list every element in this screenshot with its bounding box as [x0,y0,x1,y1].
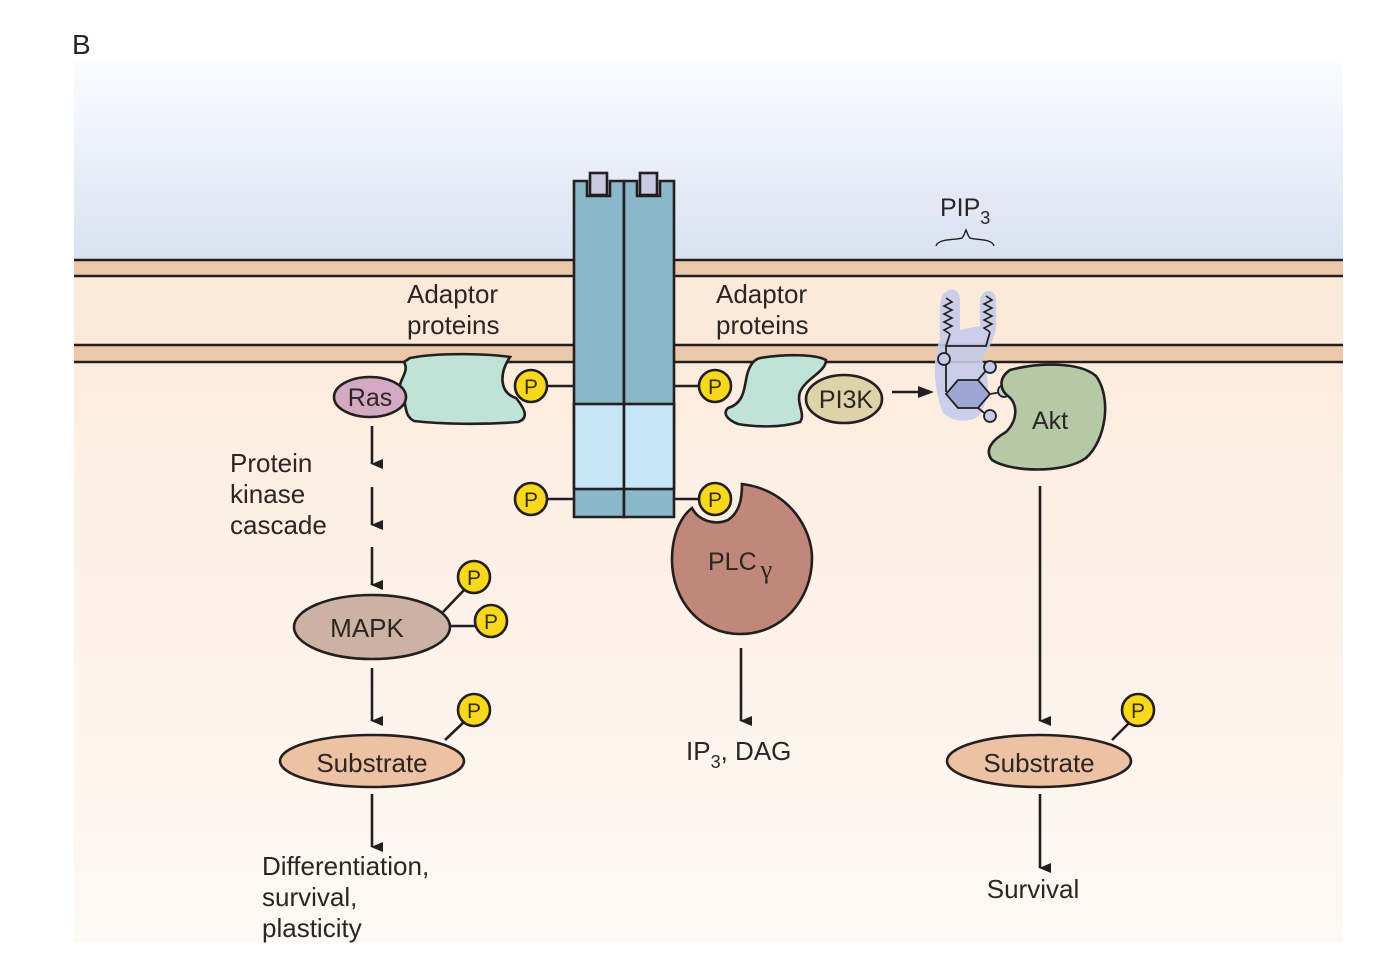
adaptor-protein-right [724,353,828,428]
fatty-acid-chain [982,295,994,333]
phosphate-icon [513,481,549,517]
svg-text:P: P [708,376,722,399]
kinase-domain-right [622,402,676,491]
plc-gamma-protein [670,482,814,636]
membrane-inner-leaflet [74,345,1343,362]
phosphate-group [937,352,951,366]
pip3-label: PIP3 [940,194,990,228]
adaptor-right-label-line2: proteins [716,310,809,340]
phosphate-icon [456,692,492,728]
panel-label: B [72,29,91,60]
receptor-tyrosine-kinase-dimer [572,171,676,519]
cascade-label-line3: cascade [230,510,327,540]
kinase-domain-left [572,402,626,491]
phosphate-mapk-1: P [456,559,492,595]
ligand-binding-cap [588,171,609,197]
mapk-protein [292,593,452,661]
phosphate-link [442,587,467,613]
glycerol-backbone [946,331,991,347]
substrate-right [945,733,1133,789]
adaptor-left-label-line1: Adaptor [407,279,498,309]
pi3k-protein [804,373,884,425]
phosphate-substrate-right: P [1120,692,1156,728]
outcome-left-line2: survival, [262,882,357,912]
cytoplasm [74,362,1343,942]
ras-protein [332,375,408,419]
ip3-dag-label: IP3, DAG [686,736,791,772]
svg-text:P: P [467,700,481,723]
cascade-label-line2: kinase [230,479,305,509]
phosphate-group [983,409,997,423]
phosphate-icon [697,368,733,404]
adaptor-protein-left [398,352,527,426]
substrate-left-label: Substrate [316,748,427,778]
phosphate-receptor-upper-left: P [513,368,549,404]
svg-text:P: P [467,567,481,590]
adaptor-left-label-line2: proteins [407,310,500,340]
mapk-label: MAPK [330,613,404,643]
phosphate-icon [456,559,492,595]
pip3-lipid [934,289,1011,423]
outcome-left-line3: plasticity [262,913,362,943]
svg-text:P: P [524,376,538,399]
akt-protein [987,363,1107,471]
outcome-right-label: Survival [987,874,1079,904]
substrate-left [278,733,466,789]
pi3k-label: PI3K [819,386,874,414]
phosphate-link [444,719,467,741]
phosphate-receptor-lower-left: P [513,481,549,517]
phosphate-group [983,360,997,374]
pip3-brace [935,228,995,247]
akt-label: Akt [1032,407,1068,435]
svg-text:P: P [524,489,538,512]
phosphate-icon [473,603,509,639]
membrane-outer-leaflet [74,260,1343,276]
cascade-label-line1: Protein [230,448,312,478]
arrowhead [918,386,934,398]
plasma-membrane [74,258,1343,364]
adaptor-right-label-line1: Adaptor [716,279,807,309]
phosphate-substrate-left: P [456,692,492,728]
phosphate-receptor-lower-right: P [697,481,733,517]
fatty-acid-chain [942,297,954,335]
phosphate-icon [697,481,733,517]
svg-text:P: P [484,611,498,634]
svg-text:P: P [708,489,722,512]
svg-text:P: P [1131,700,1145,723]
ligand-binding-cap [638,171,659,197]
phosphate-receptor-upper-right: P [697,368,733,404]
outcome-left-line1: Differentiation, [262,851,429,881]
phosphate-icon [1120,692,1156,728]
extracellular-space [74,60,1343,260]
membrane-core [74,276,1343,345]
phosphate-mapk-2: P [473,603,509,639]
phosphate-icon [513,368,549,404]
substrate-right-label: Substrate [983,748,1094,778]
ras-label: Ras [348,384,392,412]
